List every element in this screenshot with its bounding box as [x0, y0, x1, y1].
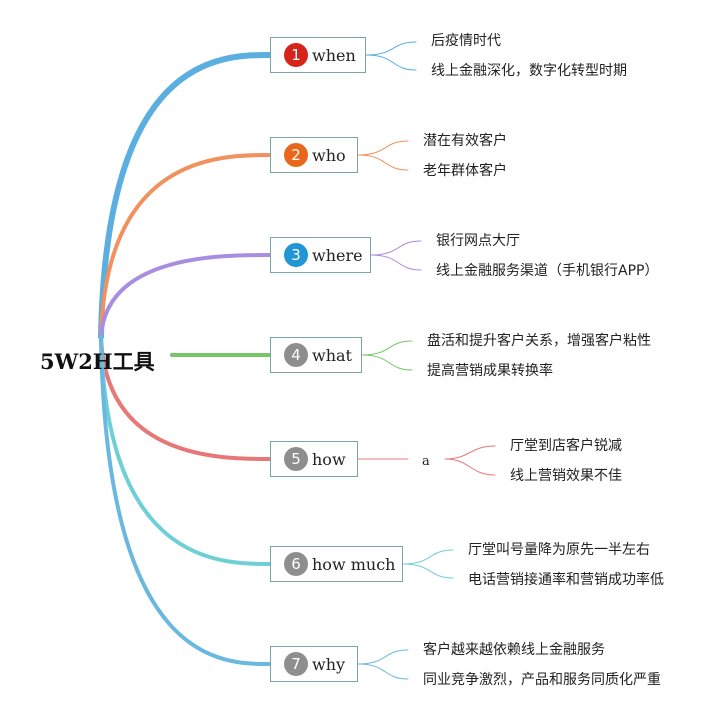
leaf-connector	[365, 54, 417, 71]
number-badge-icon: 6	[284, 552, 308, 576]
root-node[interactable]: 5W2H工具	[40, 349, 155, 374]
leaf-item[interactable]: 老年群体客户	[423, 163, 507, 179]
branch-node-why[interactable]: 7 why	[270, 646, 358, 682]
branch-connector	[99, 335, 272, 461]
number-badge-icon: 3	[284, 243, 308, 267]
branch-label: where	[312, 245, 363, 265]
branch-label: how much	[312, 554, 396, 574]
leaf-connector	[444, 445, 496, 460]
branch-node-who[interactable]: 2 who	[270, 137, 358, 173]
leaf-connector	[370, 240, 422, 256]
number-badge-icon: 2	[284, 143, 308, 167]
leaf-connector	[402, 563, 454, 579]
branch-connector	[98, 52, 273, 340]
leaf-item[interactable]: 银行网点大厅	[436, 233, 520, 249]
branch-label: how	[312, 449, 346, 469]
leaf-item[interactable]: 提高营销成果转换率	[427, 363, 553, 379]
leaf-item[interactable]: 后疫情时代	[431, 33, 501, 49]
leaf-item[interactable]: 电话营销接通率和营销成功率低	[468, 572, 664, 588]
leaf-item[interactable]: 厅堂到店客户锐减	[510, 438, 622, 454]
leaf-connector	[357, 154, 409, 171]
leaf-connector	[361, 340, 413, 356]
leaf-connector	[357, 663, 409, 680]
leaf-connector	[365, 41, 417, 56]
branch-connector	[99, 253, 272, 339]
leaf-item[interactable]: 线上营销效果不佳	[510, 468, 622, 484]
leaf-item[interactable]: 潜在有效客户	[423, 133, 507, 149]
branch-label: what	[312, 345, 352, 365]
leaf-connector	[402, 549, 454, 565]
leaf-item[interactable]: 厅堂叫号量降为原先一半左右	[468, 542, 650, 558]
leaf-connector	[444, 458, 496, 476]
leaf-item[interactable]: 线上金融深化，数字化转型时期	[431, 63, 627, 79]
leaf-connector	[357, 649, 409, 665]
branch-node-what[interactable]: 4 what	[270, 337, 362, 373]
branch-connector	[99, 153, 272, 339]
leaf-connector	[357, 140, 409, 156]
leaf-item[interactable]: 同业竞争激烈，产品和服务同质化严重	[423, 672, 661, 688]
leaf-item[interactable]: 客户越来越依赖线上金融服务	[423, 642, 605, 658]
branch-label: who	[312, 145, 346, 165]
branch-node-when[interactable]: 1 when	[270, 37, 366, 73]
number-badge-icon: 4	[284, 343, 308, 367]
leaf-item[interactable]: 盘活和提升客户关系，增强客户粘性	[427, 333, 651, 349]
sub-node[interactable]: a	[422, 454, 430, 469]
leaf-connector	[370, 254, 422, 271]
branch-node-where[interactable]: 3 where	[270, 237, 371, 273]
number-badge-icon: 7	[284, 652, 308, 676]
number-badge-icon: 5	[284, 447, 308, 471]
branch-label: when	[312, 45, 356, 65]
leaf-connector	[361, 354, 413, 371]
leaf-item[interactable]: 线上金融服务渠道（手机银行APP）	[436, 263, 659, 279]
branch-connector	[99, 335, 272, 666]
branch-node-how[interactable]: 5 how	[270, 441, 358, 477]
branch-label: why	[312, 654, 346, 674]
branch-connector	[99, 335, 272, 566]
branch-node-how-much[interactable]: 6 how much	[270, 546, 403, 582]
number-badge-icon: 1	[284, 43, 308, 67]
